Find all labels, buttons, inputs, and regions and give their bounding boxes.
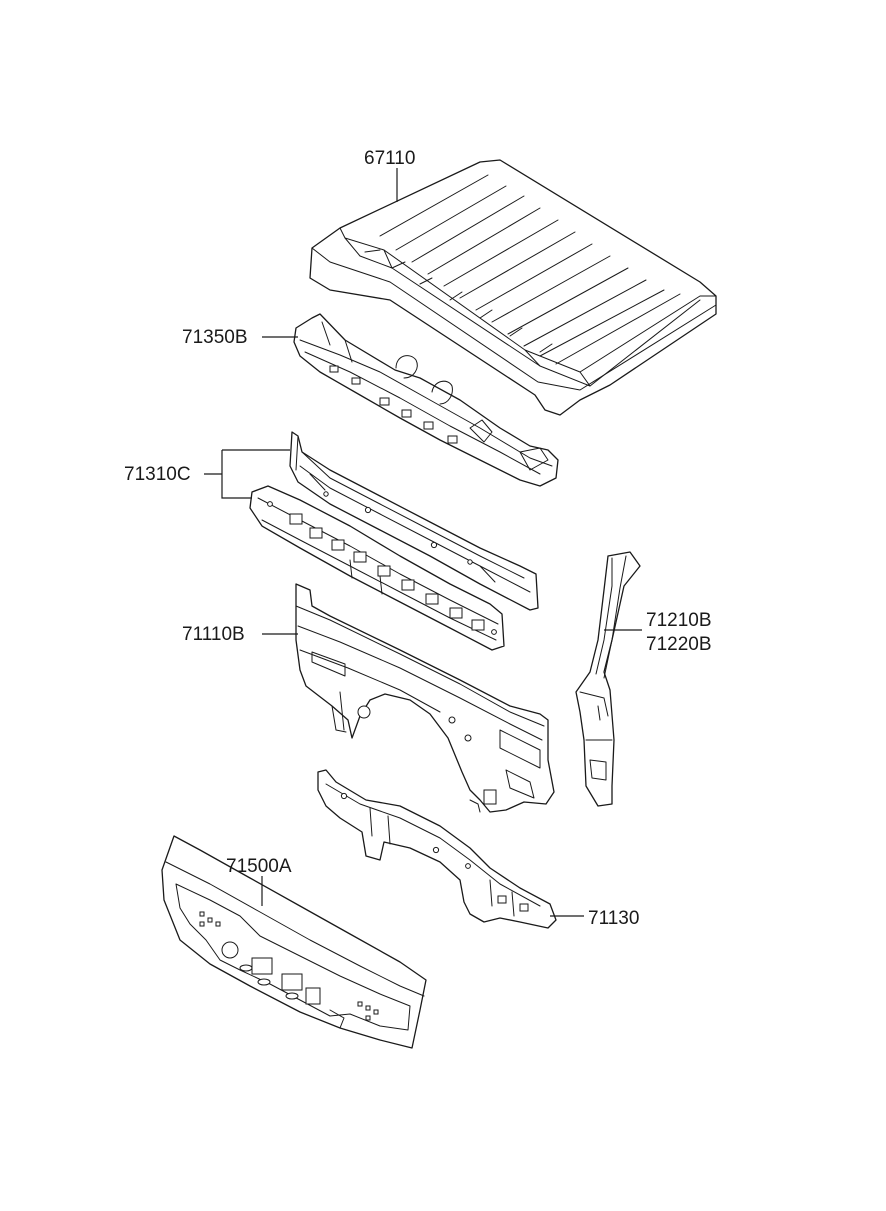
part-67110-panel (309, 159, 717, 416)
label-71110B: 71110B (182, 624, 245, 645)
label-71500A: 71500A (226, 856, 292, 877)
part-71350B-bracket (293, 313, 559, 487)
part-71110B-back-panel (295, 583, 555, 813)
part-71310C-lower-rail (249, 485, 505, 651)
part-71500A-rear-panel (161, 835, 427, 1049)
part-71210B-71220B-pillar (575, 551, 641, 807)
leader-71310C (204, 449, 290, 499)
label-71310C: 71310C (124, 464, 191, 485)
part-71310C-upper-rail (289, 431, 539, 611)
label-71210B: 71210B (646, 610, 712, 631)
label-71350B: 71350B (182, 327, 248, 348)
label-67110: 67110 (364, 148, 415, 169)
part-71130-cross-member (317, 769, 557, 929)
label-71220B: 71220B (646, 634, 712, 655)
label-71130: 71130 (588, 908, 639, 929)
